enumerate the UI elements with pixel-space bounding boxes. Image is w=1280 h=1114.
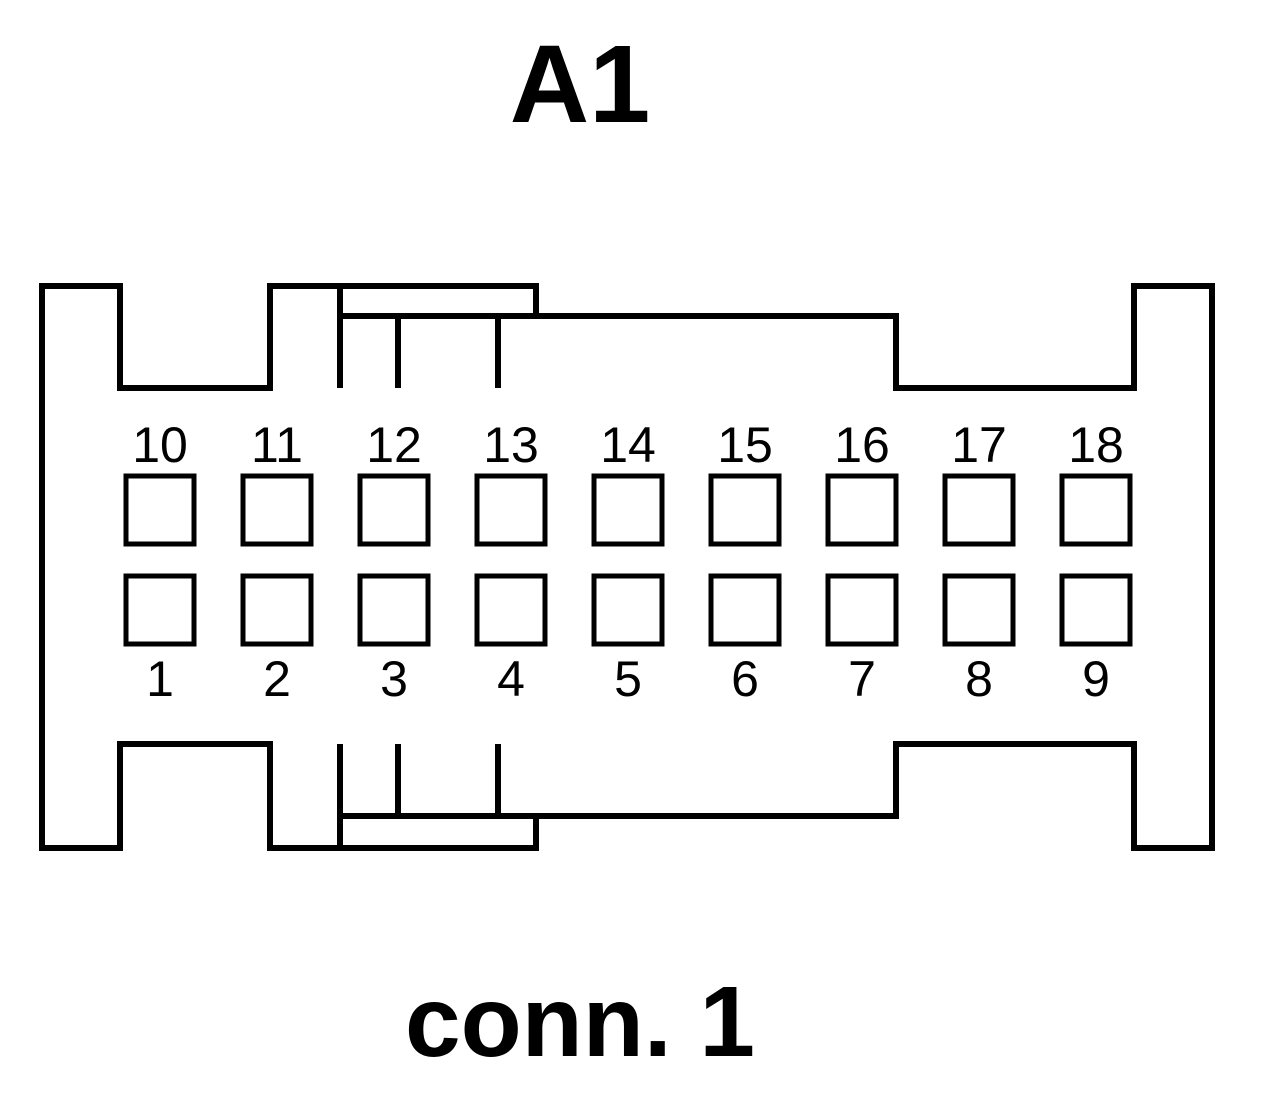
bottom-latch (337, 744, 536, 848)
pin-13-terminal (474, 473, 548, 547)
pin-row-bottom: 1 2 3 4 5 6 7 8 9 (123, 573, 1133, 707)
pin-5-label: 5 (614, 651, 642, 707)
pin-16-terminal (825, 473, 899, 547)
pin-9-terminal (1059, 573, 1133, 647)
pin-4-label: 4 (497, 651, 525, 707)
pin-15-label: 15 (717, 417, 773, 473)
pin-4-terminal (474, 573, 548, 647)
pin-9-label: 9 (1082, 651, 1110, 707)
pin-10-terminal (123, 473, 197, 547)
pin-12-label: 12 (366, 417, 422, 473)
pin-6-terminal (708, 573, 782, 647)
pin-14-label: 14 (600, 417, 656, 473)
pin-8-terminal (942, 573, 1016, 647)
pin-13-label: 13 (483, 417, 539, 473)
pin-7-terminal (825, 573, 899, 647)
pin-1-terminal (123, 573, 197, 647)
pin-3-label: 3 (380, 651, 408, 707)
pin-row-top: 10 11 12 13 14 15 16 17 18 (123, 417, 1133, 547)
connector-housing (39, 283, 1215, 851)
pin-18-terminal (1059, 473, 1133, 547)
pin-12-terminal (357, 473, 431, 547)
pin-11-terminal (240, 473, 314, 547)
pin-8-label: 8 (965, 651, 993, 707)
pin-11-label: 11 (251, 417, 303, 473)
pin-14-terminal (591, 473, 665, 547)
pin-1-label: 1 (146, 651, 174, 707)
connector-caption: conn. 1 (405, 966, 755, 1078)
pin-2-terminal (240, 573, 314, 647)
pin-3-terminal (357, 573, 431, 647)
pin-10-label: 10 (132, 417, 188, 473)
pin-15-terminal (708, 473, 782, 547)
pin-16-label: 16 (834, 417, 890, 473)
top-latch (337, 286, 536, 388)
pin-17-terminal (942, 473, 1016, 547)
connector-id-label: A1 (510, 23, 651, 146)
pin-2-label: 2 (263, 651, 291, 707)
pin-17-label: 17 (951, 417, 1007, 473)
pin-6-label: 6 (731, 651, 759, 707)
pin-7-label: 7 (848, 651, 876, 707)
pin-18-label: 18 (1068, 417, 1124, 473)
pin-5-terminal (591, 573, 665, 647)
